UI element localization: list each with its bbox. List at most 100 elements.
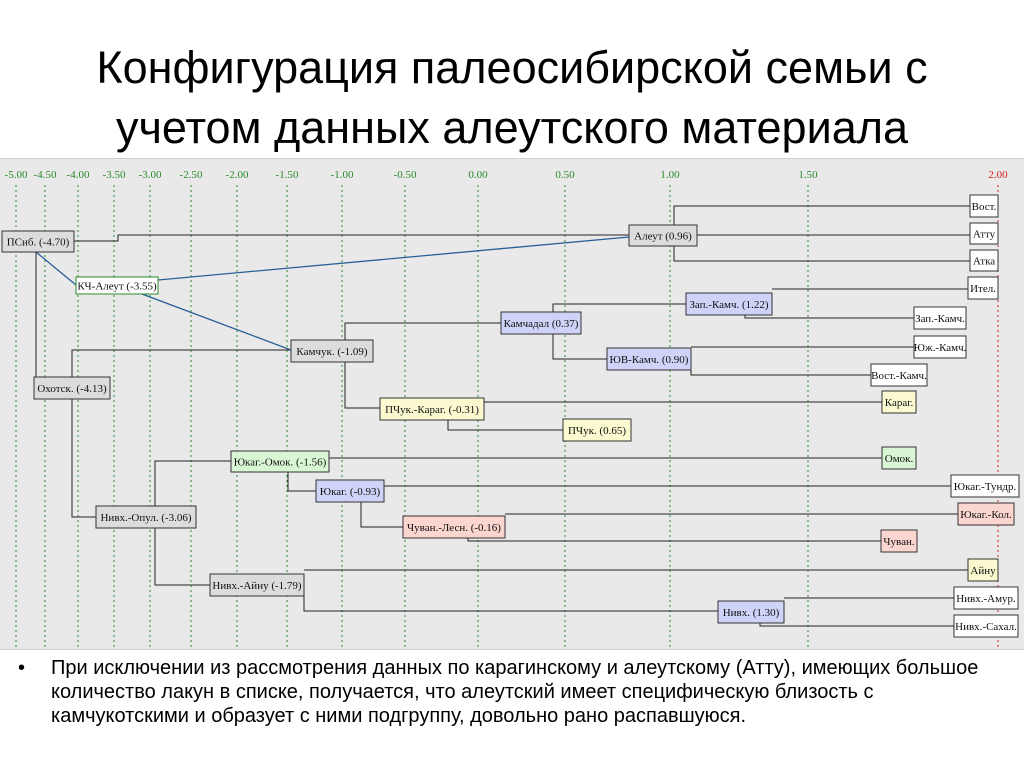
- tree-node-box: [685, 292, 773, 316]
- tree-node-label: Юкаг.-Омок. (-1.56): [234, 457, 327, 469]
- tree-node-label: ПЧук. (0.65): [568, 425, 626, 437]
- slide-title: Конфигурация палеосибирской семьи с учет…: [0, 38, 1024, 158]
- tree-node-label: Алеут (0.96): [634, 231, 692, 243]
- tree-node-box: [967, 558, 999, 582]
- tree-edge: [673, 246, 970, 262]
- tree-node-yukol: Юкаг.-Кол.: [957, 502, 1015, 526]
- tree-edge: [344, 362, 380, 409]
- tree-node-label: Вост.: [972, 201, 997, 213]
- tree-node-label: Айну: [970, 565, 996, 577]
- tree-node-yuzk: Юж.-Камч.: [913, 335, 967, 359]
- tree-edge: [154, 528, 210, 586]
- tree-node-label: Камчадал (0.37): [504, 318, 579, 330]
- axis-gridlines: [15, 185, 999, 649]
- tree-edge: [690, 370, 871, 376]
- tree-node-box: [379, 397, 485, 421]
- tree-edge: [467, 538, 881, 542]
- tree-node-box: [881, 446, 917, 470]
- tick-label: -3.00: [139, 169, 162, 181]
- tree-node-okh: Охотск. (-4.13): [33, 376, 111, 400]
- link-edge: [117, 284, 292, 351]
- tree-node-box: [881, 390, 917, 414]
- link-edge: [157, 236, 630, 281]
- link-edge: [35, 251, 77, 286]
- tree-node-label: Нивх.-Айну (-1.79): [212, 580, 301, 592]
- tree-edge: [71, 399, 96, 518]
- tick-label: 0.50: [555, 169, 575, 181]
- tree-edges: [34, 205, 970, 627]
- tick-label: -3.50: [103, 169, 126, 181]
- tree-node-box: [950, 474, 1020, 498]
- tree-node-label: Охотск. (-4.13): [37, 383, 107, 395]
- tree-node-kamchuk: Камчук. (-1.09): [290, 339, 374, 363]
- bullet-icon: •: [18, 657, 26, 679]
- tree-node-box: [1, 230, 75, 253]
- tree-diagram-panel: -5.00-4.50-4.00-3.50-3.00-2.50-2.00-1.50…: [0, 158, 1024, 650]
- tree-node-box: [230, 450, 330, 473]
- tree-edge: [34, 252, 37, 389]
- tree-node-box: [628, 224, 698, 247]
- tree-nodes: ПСиб. (-4.70) КЧ-Алеут (-3.55) Охотск. (-4…: [1, 194, 1020, 638]
- tree-node-box: [209, 573, 305, 597]
- tree-node-label: Нивх.-Сахал.: [955, 621, 1017, 633]
- tree-node-vostk: Вост.-Камч.: [870, 363, 928, 387]
- tree-edge: [154, 460, 231, 506]
- tree-node-nivh: Нивх. (1.30): [717, 600, 785, 624]
- tree-node-label: Камчук. (-1.09): [296, 346, 367, 358]
- tick-label: 0.00: [468, 169, 488, 181]
- tree-node-label: Юж.-Камч.: [914, 342, 967, 354]
- tree-node-label: Атка: [973, 256, 995, 268]
- tree-node-yuom: Юкаг.-Омок. (-1.56): [230, 450, 330, 473]
- tree-edge: [552, 334, 607, 360]
- tree-node-label: КЧ-Алеут (-3.55): [77, 281, 157, 293]
- tick-label: -4.00: [67, 169, 90, 181]
- tree-node-karag: Караг.: [881, 390, 917, 414]
- tree-node-box: [953, 614, 1019, 638]
- tree-node-nivay: Нивх.-Айну (-1.79): [209, 573, 305, 597]
- tree-node-label: Атту: [973, 229, 996, 241]
- tree-edge: [303, 596, 718, 612]
- tree-node-box: [969, 222, 999, 245]
- tree-node-box: [880, 529, 918, 553]
- tree-node-psib: ПСиб. (-4.70): [1, 230, 75, 253]
- tick-label: -4.50: [34, 169, 57, 181]
- tree-edge: [744, 315, 914, 319]
- tree-node-chules: Чуван.-Лесн. (-0.16): [402, 515, 506, 539]
- tree-node-aynu: Айну: [967, 558, 999, 582]
- tree-edge: [74, 234, 629, 242]
- tree-node-box: [33, 376, 111, 400]
- tick-label: 1.00: [660, 169, 680, 181]
- tree-node-nivamur: Нивх.-Амур.: [953, 586, 1019, 610]
- tree-node-box: [717, 600, 785, 624]
- note-text: При исключении из рассмотрения данных по…: [51, 657, 979, 727]
- tree-node-box: [315, 479, 385, 503]
- tick-label: -5.00: [5, 169, 28, 181]
- tree-edge: [344, 322, 501, 340]
- tree-edge: [759, 623, 954, 627]
- tick-label: 1.50: [798, 169, 818, 181]
- tree-node-label: Юкаг. (-0.93): [320, 486, 381, 498]
- tree-node-label: ЮВ-Камч. (0.90): [610, 354, 689, 366]
- tree-node-label: Омок.: [885, 453, 914, 465]
- tree-node-yuvk: ЮВ-Камч. (0.90): [606, 347, 692, 371]
- slide-title-line-2: учетом данных алеутского материала: [115, 102, 909, 153]
- tree-edge: [360, 502, 403, 528]
- tree-node-box: [913, 306, 967, 330]
- tree-node-box: [967, 276, 999, 300]
- tree-node-label: Чуван.: [883, 536, 914, 548]
- tree-node-label: Караг.: [885, 397, 914, 409]
- slide-title-line-1: Конфигурация палеосибирской семьи с: [96, 42, 928, 93]
- tree-node-zapk: Зап.-Камч. (1.22): [685, 292, 773, 316]
- tick-label: -1.00: [331, 169, 354, 181]
- tree-node-label: Ител.: [970, 283, 996, 295]
- tree-node-box: [290, 339, 374, 363]
- tree-node-box: [969, 249, 999, 272]
- tree-node-nivsah: Нивх.-Сахал.: [953, 614, 1019, 638]
- tree-edge: [552, 303, 686, 312]
- tree-node-box: [606, 347, 692, 371]
- tree-node-pchk: ПЧук.-Караг. (-0.31): [379, 397, 485, 421]
- tree-node-atka: Атка: [969, 249, 999, 272]
- tree-node-box: [913, 335, 967, 359]
- tick-label: -1.50: [276, 169, 299, 181]
- tree-node-box: [562, 418, 632, 442]
